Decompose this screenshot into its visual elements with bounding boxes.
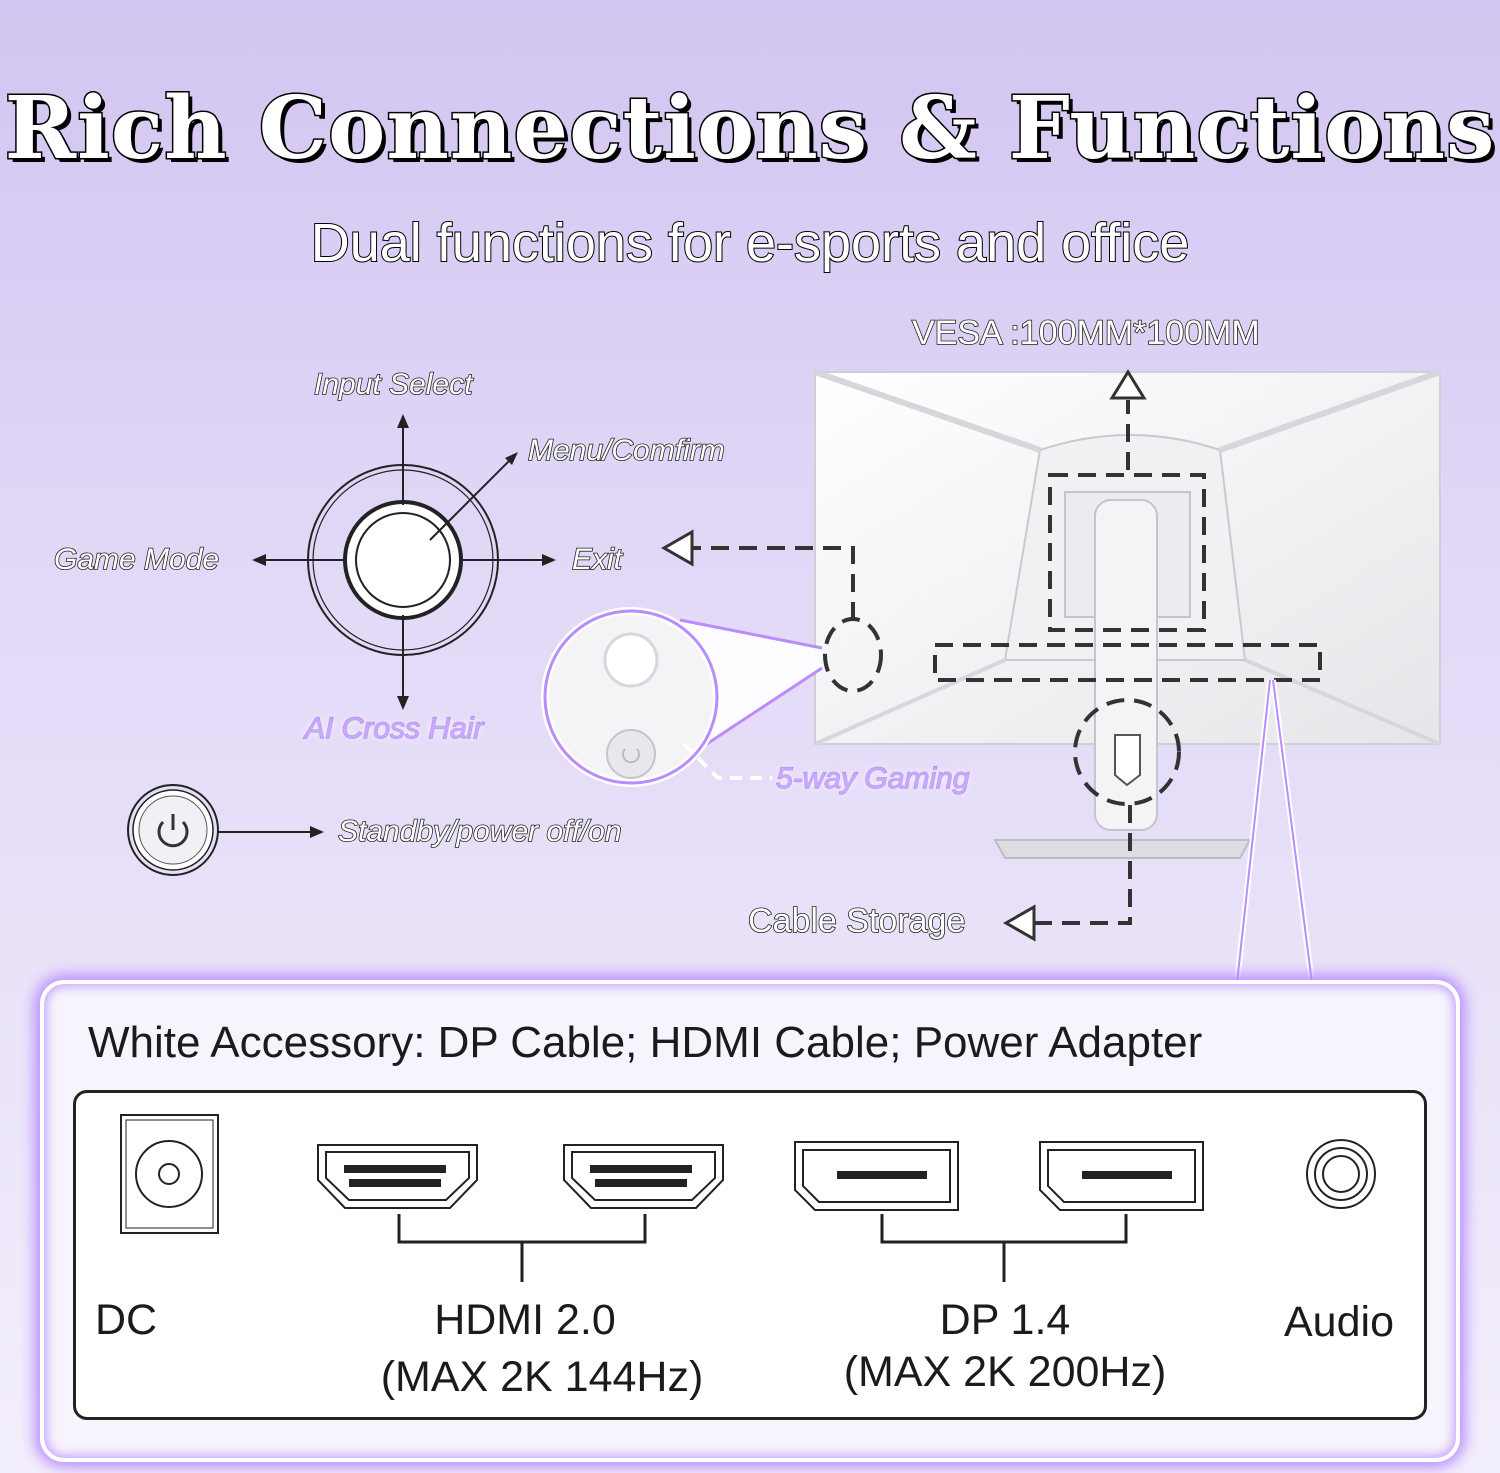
joystick-down-label: AI Cross Hair	[304, 711, 484, 745]
joystick-diagonal-label: Menu/Comfirm	[527, 433, 725, 468]
hdmi-label: HDMI 2.0	[434, 1296, 616, 1344]
dp-label: DP 1.4	[939, 1296, 1071, 1344]
joystick-diagram	[258, 420, 550, 705]
hdmi-port-icon-1	[317, 1144, 478, 1209]
hdmi-port-icon-2	[563, 1144, 724, 1209]
arrow-head-up	[1109, 369, 1147, 400]
page-subtitle: Dual functions for e-sports and office	[310, 212, 1190, 274]
vesa-label: VESA :100MM*100MM	[911, 313, 1260, 353]
audio-label: Audio	[1284, 1298, 1394, 1346]
cable-storage-label: Cable Storage	[747, 901, 966, 941]
monitor-illustration	[127, 369, 1442, 980]
joystick-up-label: Input Select	[313, 367, 473, 402]
hdmi-spec-label: (MAX 2K 144Hz)	[380, 1353, 704, 1401]
audio-port-icon	[1306, 1139, 1376, 1209]
gaming-zoom-bubble	[541, 607, 823, 787]
power-label: Standby/power off/on	[337, 814, 622, 849]
gaming-label: 5-way Gaming	[775, 761, 970, 795]
dp-port-icon-1	[794, 1141, 959, 1211]
port-icons	[120, 1114, 1376, 1282]
power-button-illustration	[127, 784, 324, 876]
port-brackets	[397, 1214, 1128, 1282]
dp-spec-label: (MAX 2K 200Hz)	[843, 1348, 1167, 1396]
joystick-left-label: Game Mode	[53, 542, 220, 577]
dc-label: DC	[95, 1296, 158, 1344]
dashed-callouts	[692, 400, 1322, 925]
accessory-text: White Accessory: DP Cable; HDMI Cable; P…	[88, 1018, 1203, 1067]
dp-port-icon-2	[1039, 1141, 1204, 1211]
ports-box	[73, 1090, 1427, 1420]
dc-port-icon	[120, 1114, 219, 1234]
arrow-head-cable	[1002, 904, 1036, 942]
arrow-head-left	[660, 529, 694, 567]
joystick-right-label: Exit	[571, 542, 623, 577]
monitor-back	[814, 369, 1442, 859]
page-title: Rich Connections & Functions	[3, 77, 1496, 181]
